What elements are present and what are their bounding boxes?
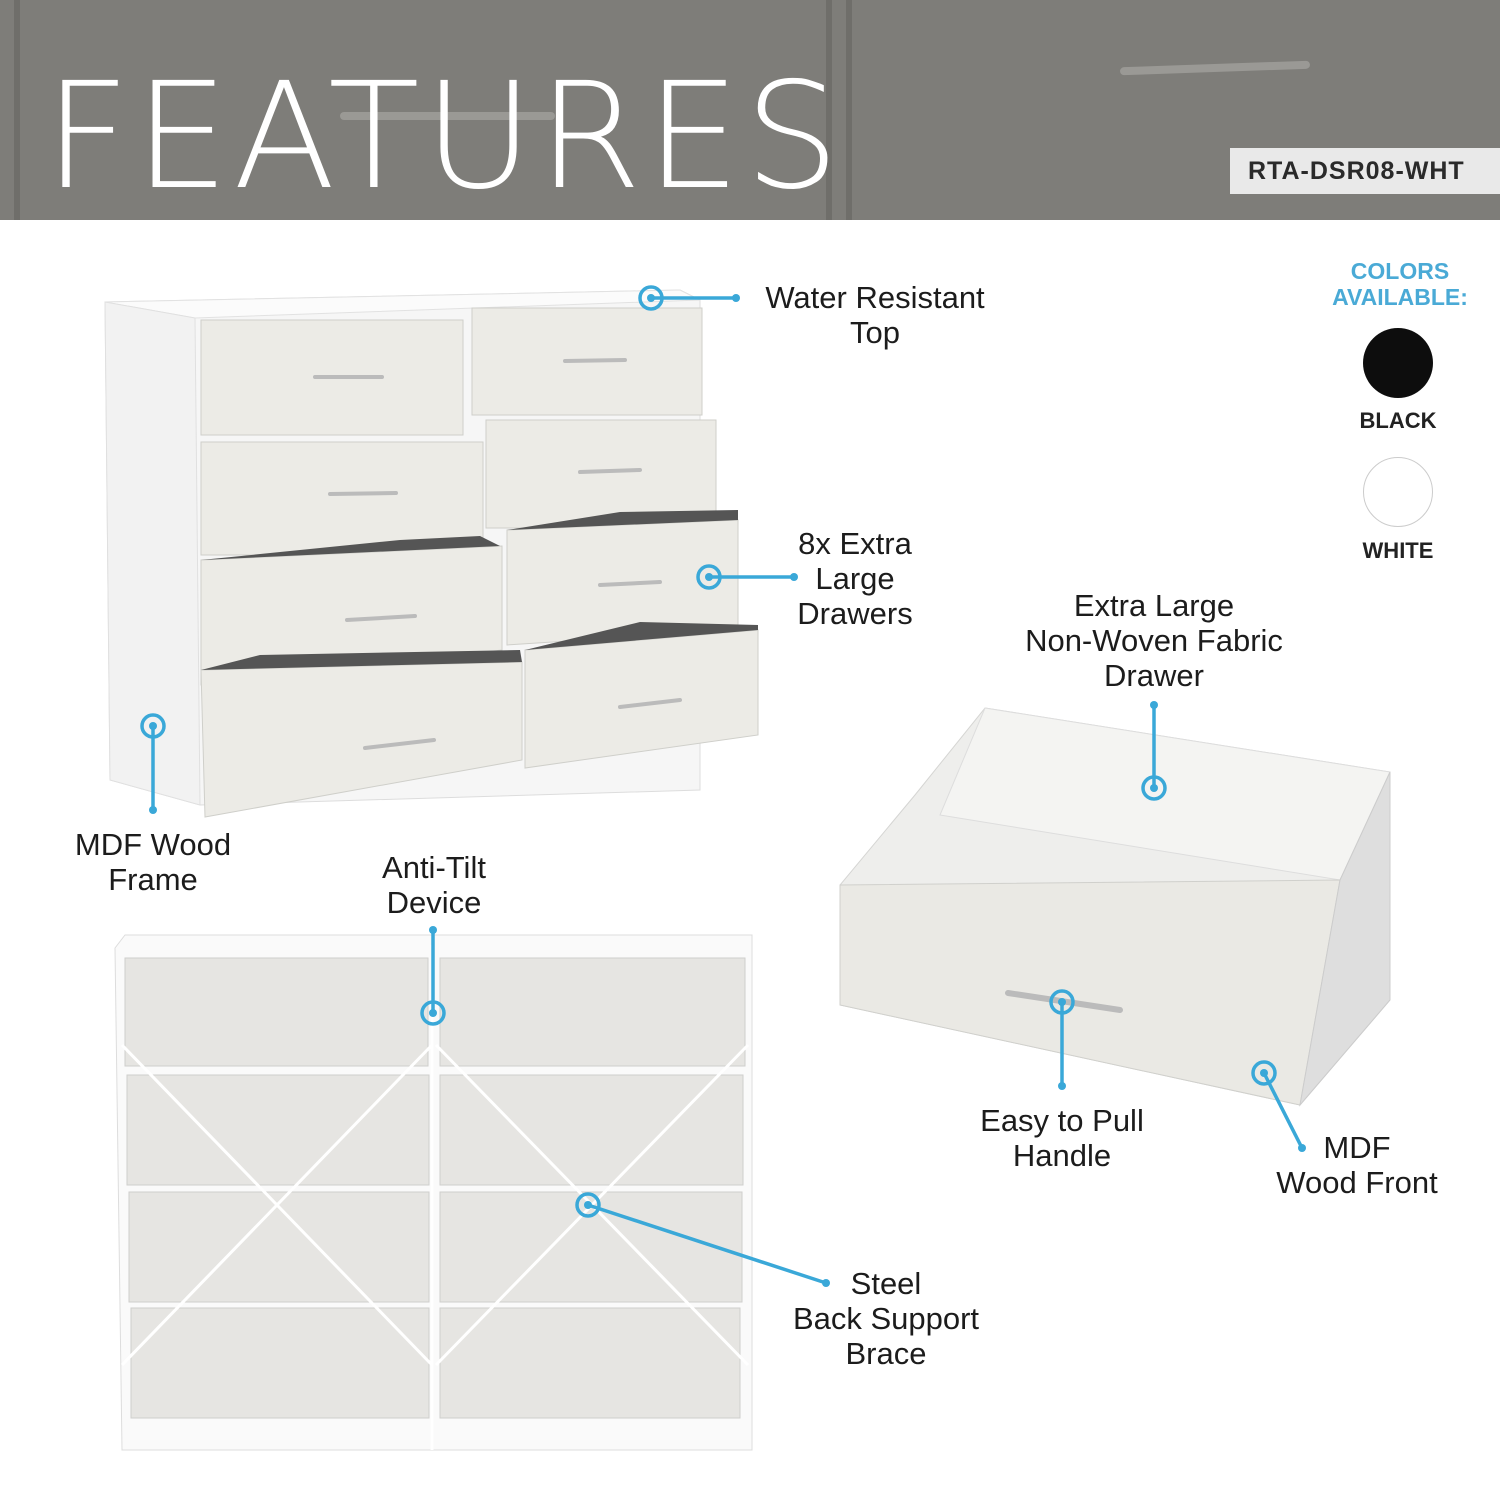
heading-text: AVAILABLE:	[1332, 284, 1468, 310]
heading-text: COLORS	[1350, 258, 1450, 284]
callout-mdf-frame: MDF Wood Frame	[53, 827, 253, 897]
callout-text: Drawer	[1104, 658, 1204, 693]
color-swatch-black[interactable]	[1363, 328, 1433, 398]
callout-text: Wood Front	[1276, 1165, 1438, 1200]
callout-handle: Easy to Pull Handle	[952, 1103, 1172, 1173]
dresser-front-view	[104, 289, 759, 818]
callout-lines	[140, 285, 1304, 1285]
callout-text: Frame	[108, 862, 198, 897]
callout-text: 8x Extra	[798, 526, 912, 561]
callout-text: Anti-Tilt	[382, 850, 486, 885]
color-swatch-white[interactable]	[1363, 457, 1433, 527]
callout-text: Large	[815, 561, 895, 596]
callout-text: Top	[850, 315, 900, 350]
callout-text: Water Resistant	[765, 280, 985, 315]
color-label-white: WHITE	[1362, 538, 1434, 563]
callout-text: MDF	[1323, 1130, 1391, 1165]
callout-text: Back Support	[792, 1301, 980, 1336]
callout-text: MDF Wood	[74, 827, 232, 862]
header-banner: FEATURES RTA-DSR08-WHT	[0, 0, 1500, 220]
callout-text: Handle	[1012, 1138, 1112, 1173]
color-label-black: BLACK	[1359, 408, 1437, 433]
callout-water-resistant-top: Water Resistant Top	[755, 280, 995, 350]
callout-mdf-front: MDF Wood Front	[1257, 1130, 1457, 1200]
callout-fabric-drawer: Extra Large Non-Woven Fabric Drawer	[1004, 588, 1304, 693]
callout-text: Non-Woven Fabric	[1025, 623, 1283, 658]
page-title: FEATURES	[44, 51, 844, 223]
callout-brace: Steel Back Support Brace	[776, 1266, 996, 1371]
callout-text: Steel	[850, 1266, 922, 1301]
banner-drawer-panel	[826, 0, 852, 220]
callout-text: Extra Large	[1073, 588, 1235, 623]
callout-text: Brace	[845, 1336, 927, 1371]
banner-drawer-panel	[846, 0, 1500, 220]
fabric-drawer	[839, 707, 1391, 1107]
sku-badge: RTA-DSR08-WHT	[1230, 148, 1500, 194]
colors-available-heading: COLORS AVAILABLE:	[1300, 258, 1500, 310]
callout-anti-tilt: Anti-Tilt Device	[334, 850, 534, 920]
banner-drawer-panel	[14, 0, 820, 220]
callout-text: Device	[386, 885, 482, 920]
callout-text: Drawers	[797, 596, 913, 631]
callout-drawers: 8x Extra Large Drawers	[775, 526, 935, 631]
banner-handle	[340, 112, 555, 120]
callout-dots	[149, 294, 1306, 1287]
callout-text: Easy to Pull	[980, 1103, 1144, 1138]
